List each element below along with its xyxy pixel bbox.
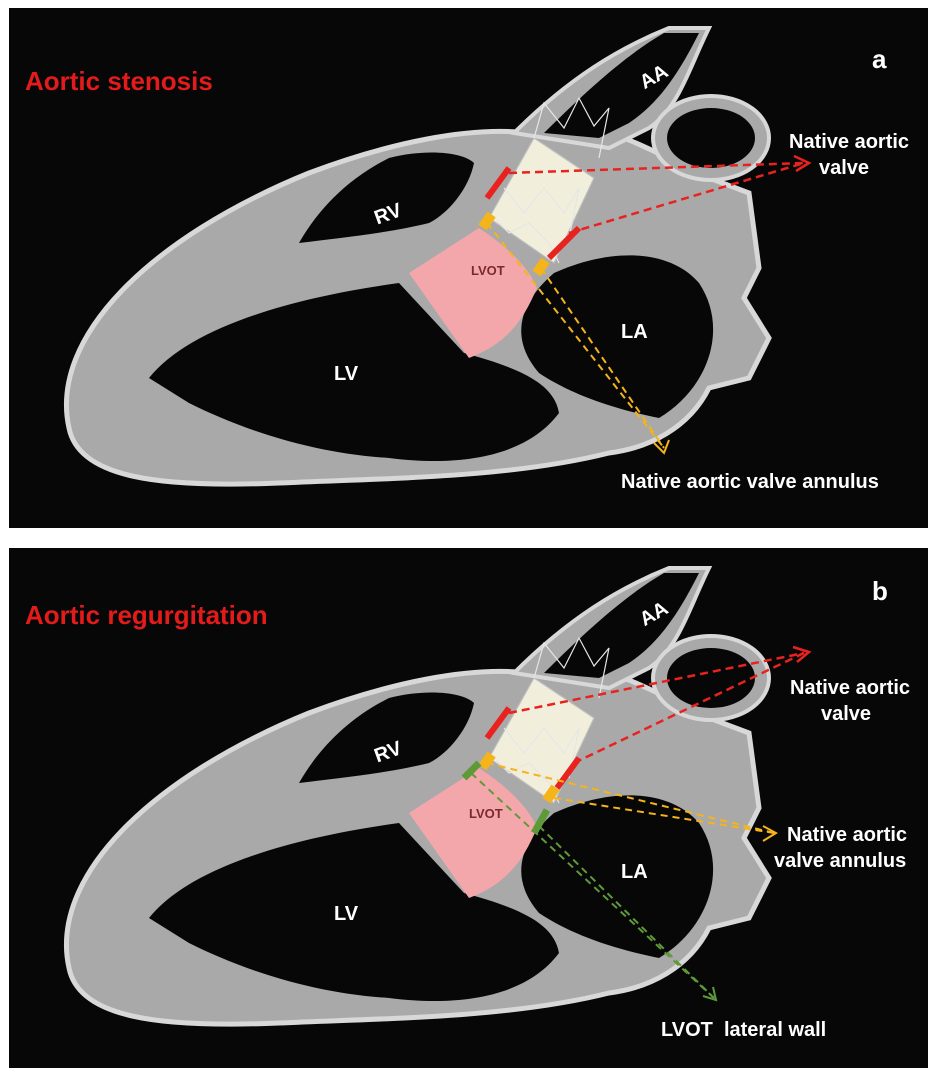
panel-b: Aortic regurgitation b RV LV LA AA LVOT … bbox=[9, 548, 928, 1068]
panel-letter: b bbox=[872, 576, 888, 606]
callout-native-valve-line2: valve bbox=[819, 157, 869, 179]
heart-diagram-a: Aortic stenosis a RV LV LA AA LVOT Nativ… bbox=[9, 8, 928, 528]
lv-label: LV bbox=[334, 363, 359, 385]
la-label: LA bbox=[621, 321, 648, 343]
callout-native-valve-line2: valve bbox=[821, 703, 871, 725]
pulmonary-lumen bbox=[667, 108, 755, 168]
la-label: LA bbox=[621, 861, 648, 883]
lv-label: LV bbox=[334, 903, 359, 925]
annulus-arrowhead bbox=[763, 826, 776, 841]
lvot-label: LVOT bbox=[469, 806, 503, 821]
callout-native-valve-line1: Native aortic bbox=[790, 677, 910, 699]
callout-annulus-line2: valve annulus bbox=[774, 850, 906, 872]
callout-lateral-wall: LVOT lateral wall bbox=[661, 1019, 826, 1041]
callout-annulus-line1: Native aortic bbox=[787, 824, 907, 846]
panel-title: Aortic stenosis bbox=[25, 66, 213, 96]
lvot-label: LVOT bbox=[471, 263, 505, 278]
heart-diagram-b: Aortic regurgitation b RV LV LA AA LVOT … bbox=[9, 548, 928, 1068]
callout-native-valve-line1: Native aortic bbox=[789, 131, 909, 153]
panel-letter: a bbox=[872, 44, 887, 74]
panel-a: Aortic stenosis a RV LV LA AA LVOT Nativ… bbox=[9, 8, 928, 528]
callout-annulus: Native aortic valve annulus bbox=[621, 471, 879, 493]
panel-title: Aortic regurgitation bbox=[25, 600, 268, 630]
